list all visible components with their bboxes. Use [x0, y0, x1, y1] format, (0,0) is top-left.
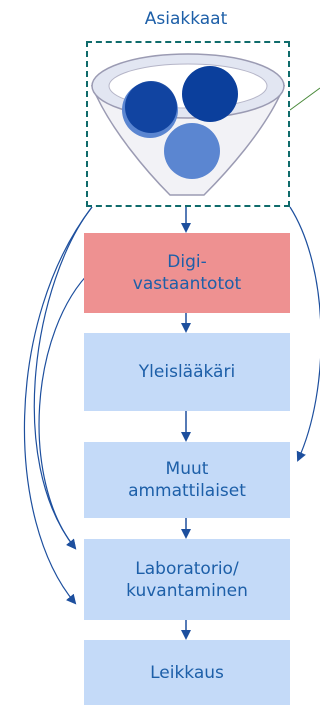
bypass-arrows: [23, 206, 320, 605]
customer-ball-dark: [125, 81, 177, 133]
step-label: Laboratorio/ kuvantaminen: [126, 558, 248, 601]
step-label: Muut ammattilaiset: [128, 459, 246, 501]
step-yleislaakari: Yleislääkäri: [84, 333, 290, 411]
customer-ball-light: [164, 123, 220, 179]
step-laboratorio-kuvantaminen: Laboratorio/ kuvantaminen: [84, 539, 290, 620]
step-label: Yleislääkäri: [138, 362, 236, 382]
step-digi-vastaanotot: Digi- vastaantotot: [84, 233, 290, 313]
bypass-arrow: [23, 206, 93, 605]
connector-line: [289, 87, 320, 111]
step-leikkaus: Leikkaus: [84, 640, 290, 705]
step-muut-ammattilaiset: Muut ammattilaiset: [84, 442, 290, 518]
step-label: Leikkaus: [150, 662, 224, 683]
customer-ball-dark: [182, 66, 238, 122]
funnel-frame: [86, 41, 290, 207]
diagram-title: Asiakkaat: [144, 9, 228, 29]
bypass-arrow: [38, 269, 93, 550]
step-label: Digi- vastaantotot: [132, 252, 242, 294]
bypass-arrow: [289, 206, 320, 462]
